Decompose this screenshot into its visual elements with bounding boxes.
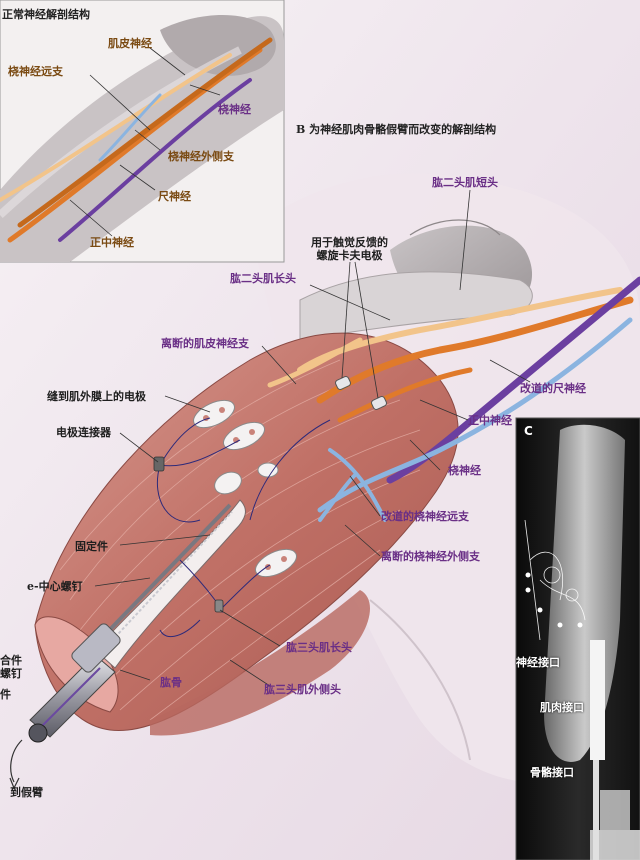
fixture-thread (104, 511, 233, 649)
label-epimysial-electrodes: 缝到肌外膜上的电极 (47, 390, 146, 403)
biceps-tendons (299, 271, 533, 341)
label-median: 正中神经 (468, 414, 512, 427)
label-fixture: 固定件 (75, 540, 108, 553)
shoulder-contour (409, 219, 501, 236)
humerus-opening (94, 499, 246, 669)
label-to-prosthesis: 到假臂 (10, 786, 43, 799)
label-center-screw: e-中心螺钉 (27, 580, 83, 593)
silhouette-edge (369, 599, 471, 761)
panel-a (0, 0, 285, 263)
electrode-connector-2 (214, 599, 224, 613)
panel-b-title: B 为神经肌肉骨骼假臂而改变的解剖结构 (296, 123, 497, 136)
label-bone-interface: 骨骼接口 (530, 766, 574, 779)
arrow-head (9, 777, 20, 790)
label-electrode-connector: 电极连接器 (56, 426, 111, 439)
epimysial-electrodes (193, 399, 297, 578)
panel-c-letter: C (524, 424, 533, 438)
label-biceps-short: 肱二头肌短头 (432, 176, 498, 189)
label-a-ulnar: 尺神经 (158, 190, 191, 203)
label-biceps-long: 肱二头肌长头 (230, 272, 296, 285)
label-a-radial: 桡神经 (218, 103, 251, 116)
label-abutment: 件 (0, 688, 11, 701)
label-a-musculocutaneous: 肌皮神经 (108, 37, 152, 50)
label-humerus: 肱骨 (160, 676, 182, 689)
label-redirected-radial-distal: 改道的桡神经远支 (381, 510, 469, 523)
leader-lines-b (94, 189, 531, 687)
panel-a-title: 正常神经解剖结构 (2, 8, 90, 21)
cuff-electrodes (335, 375, 387, 411)
label-severed-radial-lateral: 离断的桡神经外侧支 (381, 550, 480, 563)
label-triceps-long: 肱三头肌长头 (286, 641, 352, 654)
nerves-b (267, 276, 640, 522)
label-a-median: 正中神经 (90, 236, 134, 249)
label-nerve-interface: 神经接口 (516, 656, 560, 669)
triceps-muscle (150, 590, 370, 736)
label-muscle-interface: 肌肉接口 (540, 701, 584, 714)
label-severed-musculocutaneous: 离断的肌皮神经支 (161, 337, 249, 350)
label-cuff-electrodes: 用于触觉反馈的 螺旋卡夫电极 (311, 236, 388, 262)
label-triceps-lateral: 肱三头肌外侧头 (264, 683, 341, 696)
label-radial: 桡神经 (448, 464, 481, 477)
fixture-rod (98, 503, 232, 642)
label-a-radial-distal: 桡神经远支 (8, 65, 63, 78)
label-abutment-screw: 合件 螺钉 (0, 654, 22, 680)
label-redirected-ulnar: 改道的尺神经 (520, 382, 586, 395)
to-prosthesis-arrow (10, 739, 23, 783)
panel-c-xray (515, 417, 640, 860)
abutment-assembly (28, 623, 121, 743)
electrode-connector (153, 456, 165, 472)
label-a-radial-lateral: 桡神经外侧支 (168, 150, 234, 163)
